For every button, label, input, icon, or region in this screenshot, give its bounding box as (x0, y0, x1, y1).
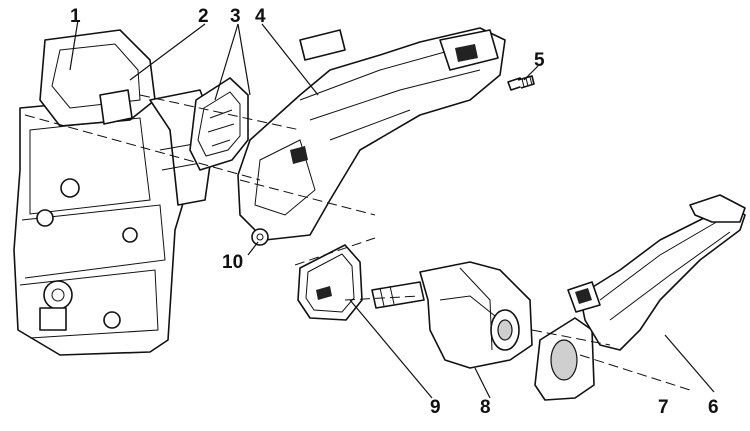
part-lock-cylinder (371, 261, 533, 369)
part-lock-mechanism (13, 29, 216, 356)
part-screw (507, 75, 535, 91)
callout-5: 5 (534, 50, 545, 71)
leader-lines (69, 19, 715, 399)
part-lever (251, 228, 269, 246)
callout-10: 10 (222, 252, 243, 273)
callout-1: 1 (70, 6, 81, 27)
part-gasket (297, 244, 363, 321)
part-clip (99, 89, 133, 125)
callout-4: 4 (255, 6, 266, 27)
callout-8: 8 (480, 397, 491, 418)
part-escutcheon (534, 317, 595, 401)
callout-9: 9 (430, 397, 441, 418)
part-outer-handle (567, 194, 746, 351)
assembly-guides (24, 94, 691, 391)
part-seal (189, 77, 249, 171)
callout-7: 7 (658, 397, 669, 418)
callout-2: 2 (198, 6, 209, 27)
part-handle-carrier (237, 27, 506, 241)
callout-6: 6 (708, 397, 719, 418)
callout-3: 3 (230, 6, 241, 27)
callout-labels: 1 2 3 4 5 6 7 8 9 10 (70, 6, 719, 418)
